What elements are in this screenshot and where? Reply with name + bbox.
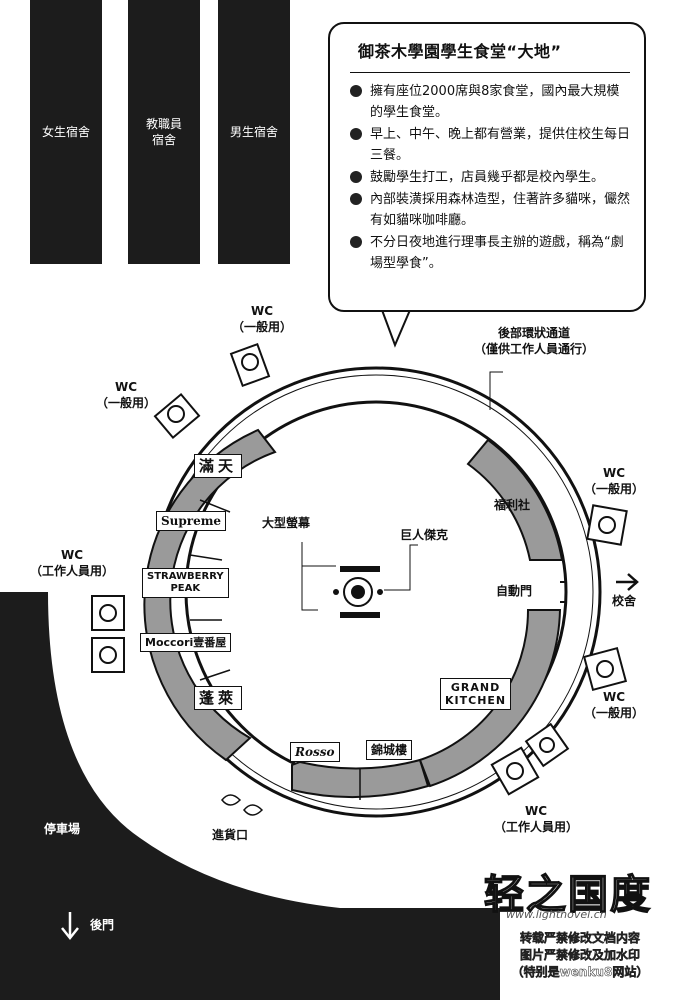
shop-supreme: Supreme	[156, 511, 227, 532]
giant-jack-label: 巨人傑克	[400, 528, 449, 542]
to-school-label: 校舍	[612, 594, 637, 608]
shop-jincheng: 錦城樓	[366, 740, 413, 761]
wc-box-bottom-right-2	[524, 722, 570, 768]
watermark-site-name: 轻之国度	[483, 871, 652, 919]
back-passage-label: 後部環狀通道 （僅供工作人員通行）	[474, 326, 595, 356]
wc-label-right-upper: WC （一般用）	[584, 466, 645, 496]
dorm-staff-label: 教職員 宿舍	[145, 116, 182, 147]
dorm-male-label: 男生宿舍	[229, 124, 278, 139]
watermark-notice: 转载严禁修改文档内容 图片严禁修改及加水印 （特别是wenku8网站）	[511, 931, 649, 980]
wc-box-right-lower	[582, 646, 628, 692]
shop-moccori: Moccori壹番屋	[140, 633, 232, 653]
info-divider	[350, 72, 630, 73]
shop-mantian: 滿天	[194, 454, 243, 478]
info-item: 鼓勵學生打工，店員幾乎都是校內學生。	[350, 167, 630, 188]
dorm-male: 男生宿舍	[218, 0, 290, 264]
auto-door-label: 自動門	[496, 584, 533, 598]
wc-box-top	[229, 342, 271, 388]
wc-label-right-lower: WC （一般用）	[584, 690, 645, 720]
info-item: 不分日夜地進行理事長主辦的遊戲，稱為“劇場型學食”。	[350, 232, 630, 274]
info-item: 早上、中午、晚上都有營業，提供住校生每日三餐。	[350, 124, 630, 166]
wc-label-top-left: WC （一般用）	[96, 380, 157, 410]
info-item: 內部裝潢採用森林造型，住著許多貓咪，儼然有如貓咪咖啡廳。	[350, 189, 630, 231]
wc-label-top: WC （一般用）	[232, 304, 293, 334]
parking-lot-area	[0, 592, 500, 1000]
wc-box-right-upper	[586, 504, 628, 546]
arrow-right-icon	[616, 573, 639, 591]
back-gate-label: 後門	[90, 918, 115, 932]
fulishe-band	[466, 438, 564, 561]
info-panel: 御茶木學園學生食堂“大地” 擁有座位2000席與8家食堂，國內最大規模的學生食堂…	[328, 22, 646, 312]
shop-strawberry-peak: STRAWBERRY PEAK	[142, 568, 229, 598]
info-list: 擁有座位2000席與8家食堂，國內最大規模的學生食堂。 早上、中午、晚上都有營業…	[350, 81, 630, 274]
arrow-down-icon	[61, 912, 79, 941]
wc-label-left: WC （工作人員用）	[30, 548, 115, 578]
loading-dock-label: 進貨口	[212, 828, 249, 842]
giant-jack-figure	[333, 566, 383, 618]
wc-box-bottom-right	[490, 746, 540, 796]
info-title: 御茶木學園學生食堂“大地”	[358, 42, 562, 61]
wc-box-left-lower	[91, 637, 125, 673]
watermark-url: www.lightnovel.cn	[506, 908, 607, 921]
shop-rosso: Rosso	[290, 742, 340, 763]
wc-label-bottom-right: WC （工作人員用）	[494, 804, 579, 834]
dorm-staff: 教職員 宿舍	[128, 0, 200, 264]
big-screen-label: 大型螢幕	[262, 516, 311, 530]
wc-box-top-left	[153, 392, 201, 440]
grand-kitchen-band	[418, 609, 562, 788]
dorm-female: 女生宿舍	[30, 0, 102, 264]
parking-label: 停車場	[44, 822, 81, 836]
wc-box-left-upper	[91, 595, 125, 631]
shop-grand-kitchen: GRAND KITCHEN	[440, 678, 512, 711]
shop-fulishe: 福利社	[494, 498, 531, 512]
dorm-female-label: 女生宿舍	[41, 124, 90, 139]
shop-penglai: 蓬萊	[194, 686, 243, 710]
leaf-icon	[221, 794, 264, 816]
info-item: 擁有座位2000席與8家食堂，國內最大規模的學生食堂。	[350, 81, 630, 123]
